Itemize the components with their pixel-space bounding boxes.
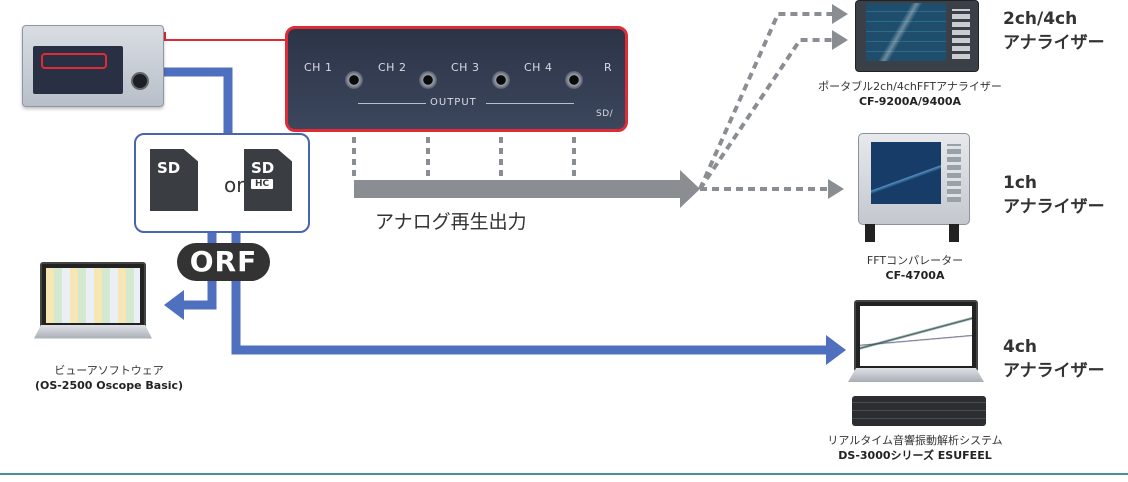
orf-badge: ORF: [177, 243, 270, 281]
realtime-laptop: [848, 300, 984, 400]
realtime-caption: リアルタイム音響振動解析システム: [827, 434, 1003, 447]
portable-fft-side-label: 2ch/4ch アナライザー: [1003, 8, 1105, 56]
recorder-knob: [131, 72, 149, 90]
portable-fft-side-line1: 2ch/4ch: [1003, 9, 1078, 29]
realtime-side-line2: アナライザー: [1003, 360, 1105, 381]
output-jack-3: [492, 71, 510, 89]
channel-label-3: CH 3: [451, 61, 480, 74]
realtime-side-line1: 4ch: [1003, 337, 1038, 357]
realtime-side-label: 4ch アナライザー: [1003, 336, 1105, 384]
fft2-arrowhead-b: [832, 30, 848, 50]
viewer-arrowhead: [164, 290, 184, 320]
realtime-arrowhead: [826, 335, 846, 365]
fft-comparator-side-label: 1ch アナライザー: [1003, 172, 1105, 220]
ds3000-hardware: [852, 396, 986, 426]
fft-comparator-model: CF-4700A: [885, 268, 945, 282]
portable-fft-model: CF-9200A/9400A: [858, 94, 962, 108]
output-jack-2: [419, 71, 437, 89]
fft-comparator: [858, 133, 970, 242]
viewer-model: (OS-2500 Oscope Basic): [34, 378, 184, 392]
hc-badge: HC: [251, 179, 274, 189]
viewer-caption-block: ビューアソフトウェア (OS-2500 Oscope Basic): [14, 364, 204, 394]
or-text: or: [224, 173, 245, 197]
channel-label-2: CH 2: [378, 61, 407, 74]
portable-fft-keypad: [952, 9, 970, 59]
portable-fft-caption-block: ポータブル2ch/4chFFTアナライザー CF-9200A/9400A: [790, 80, 1030, 110]
viewer-laptop-screen: [40, 262, 146, 329]
bottom-rule: [0, 473, 1128, 475]
panel-corner-text: SD/: [596, 109, 614, 119]
fft-comparator-caption: FFTコンパレーター: [866, 254, 964, 267]
sd-card-label: SD: [157, 159, 181, 177]
portable-fft-side-line2: アナライザー: [1003, 32, 1105, 53]
analog-output-label: アナログ再生出力: [375, 211, 527, 233]
fft2-arrowhead-a: [832, 4, 848, 24]
fft-comparator-side-line1: 1ch: [1003, 173, 1038, 193]
viewer-laptop: [34, 262, 152, 354]
channel-drops: [352, 126, 576, 180]
fft-comparator-foot-right: [949, 224, 959, 242]
fanout-to-fft2-a: [698, 12, 832, 190]
analog-bus: [354, 180, 682, 198]
output-label: OUTPUT: [430, 97, 477, 108]
output-rule-right: [486, 103, 574, 104]
viewer-caption: ビューアソフトウェア: [54, 364, 164, 377]
portable-fft-analyzer: [855, 0, 979, 72]
sdhc-card-icon: SD HC: [244, 149, 292, 211]
media-box: SD or SD HC: [134, 133, 310, 233]
sdhc-card-label: SD: [251, 159, 275, 177]
realtime-laptop-screen: [854, 300, 978, 372]
output-highlight: [41, 53, 107, 69]
analog-arrowhead: [680, 170, 700, 208]
fft-comparator-foot-left: [865, 224, 875, 242]
fft-comparator-side-line2: アナライザー: [1003, 196, 1105, 217]
fft-comparator-screen: [871, 142, 941, 204]
realtime-laptop-base: [848, 368, 984, 382]
cf4700-arrowhead: [828, 179, 844, 199]
realtime-model: DS-3000シリーズ ESUFEEL: [838, 448, 992, 462]
output-rule-left: [358, 103, 426, 104]
portable-fft-caption: ポータブル2ch/4chFFTアナライザー: [818, 80, 1002, 93]
portable-fft-screen: [866, 3, 946, 61]
channel-label-4: CH 4: [524, 61, 553, 74]
recorder-device: [22, 25, 164, 107]
channel-label-1: CH 1: [304, 61, 333, 74]
output-jack-1: [345, 71, 363, 89]
fanout-lines: [698, 12, 832, 191]
fft-comparator-keypad: [947, 144, 961, 202]
viewer-laptop-base: [34, 324, 152, 339]
fft-comparator-caption-block: FFTコンパレーター CF-4700A: [820, 254, 1010, 284]
output-zoom-panel: CH 1 CH 2 CH 3 CH 4 R OUTPUT SD/: [285, 26, 628, 132]
channel-label-partial: R: [604, 61, 613, 74]
sd-to-realtime-path: [231, 229, 830, 355]
realtime-caption-block: リアルタイム音響振動解析システム DS-3000シリーズ ESUFEEL: [800, 434, 1030, 464]
sd-card-icon: SD: [150, 149, 198, 211]
output-jack-4: [565, 71, 583, 89]
fanout-to-fft2-b: [698, 38, 832, 191]
